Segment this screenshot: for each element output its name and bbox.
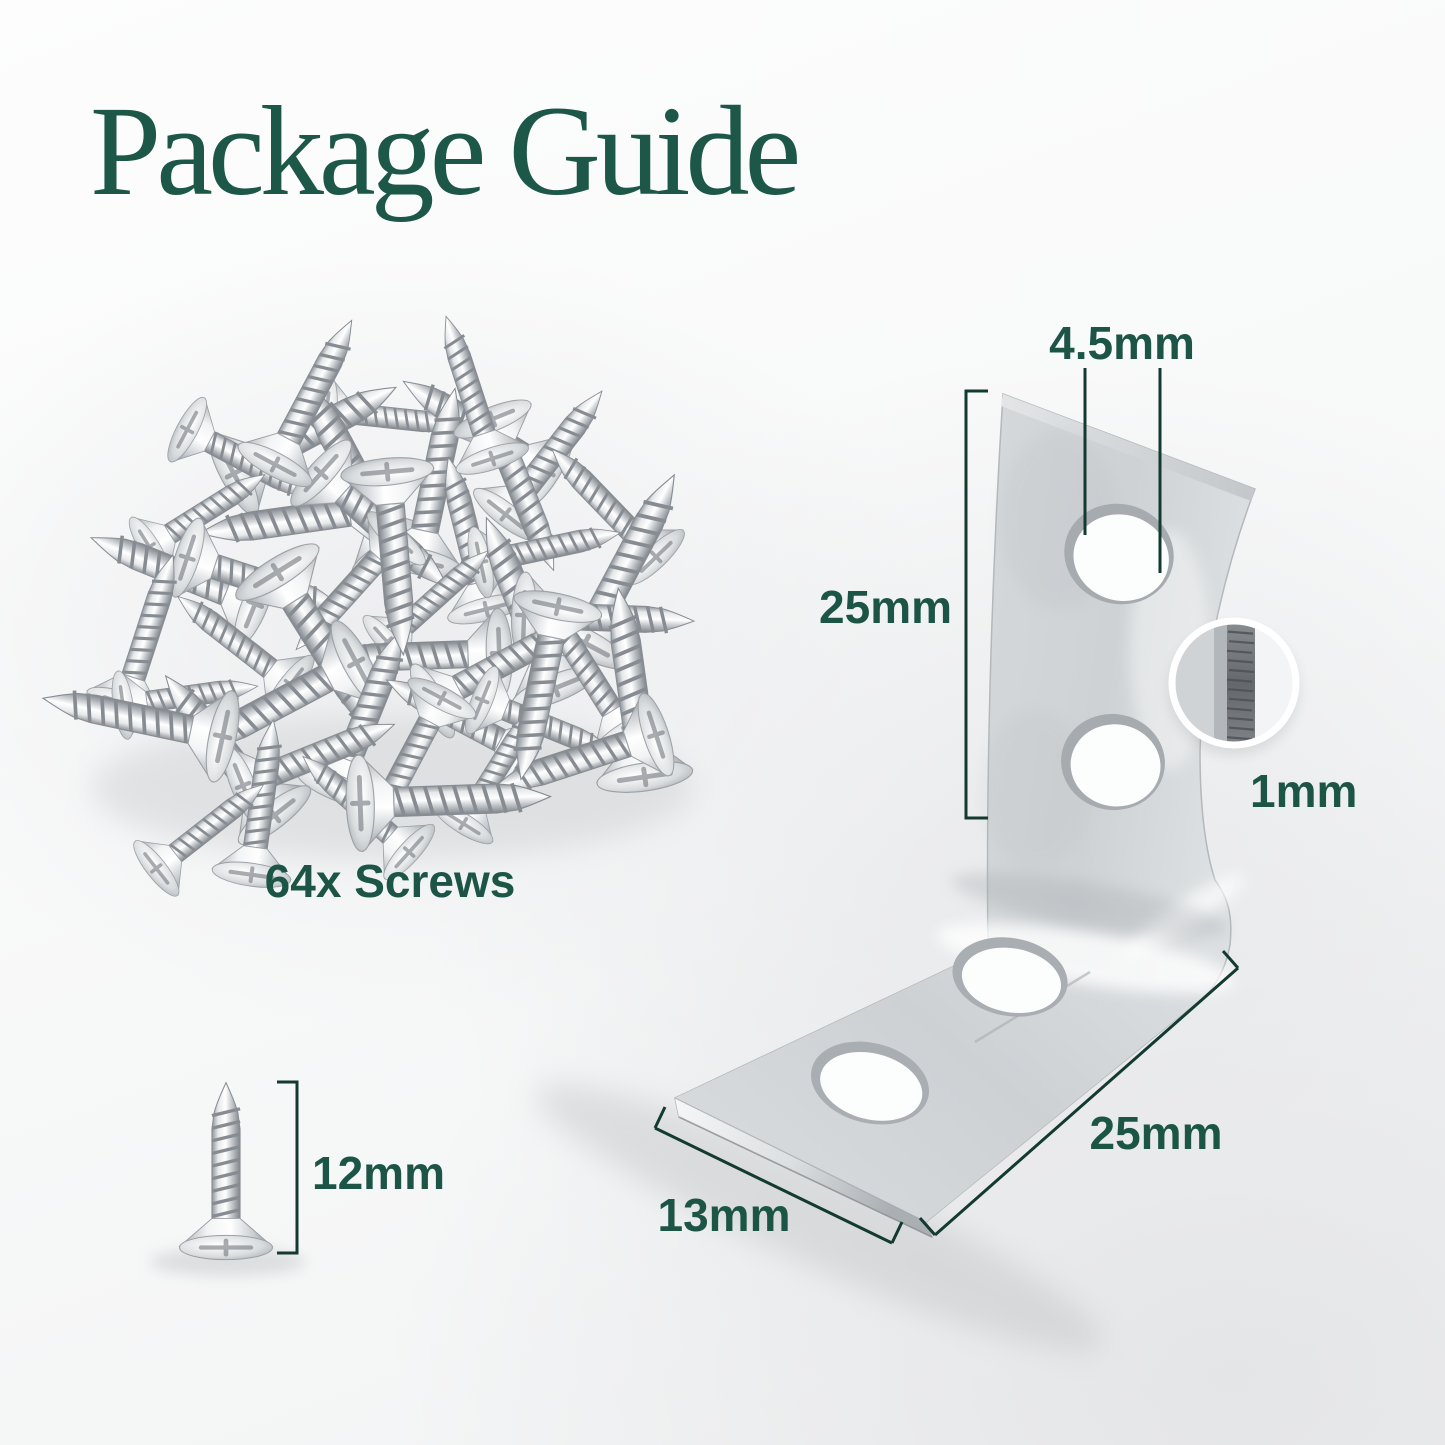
bracket-thickness-label: 1mm: [1250, 765, 1358, 817]
bracket-hole-third: [952, 937, 1068, 1017]
screw-length-label: 12mm: [312, 1147, 445, 1199]
dimension-lines: [277, 368, 1240, 1255]
dimension-length: [918, 950, 1240, 1237]
dimension-width: [653, 1106, 904, 1245]
page-title: Package Guide: [90, 80, 801, 222]
corner-bracket-illustration: [674, 392, 1256, 1239]
dimension-height: [964, 389, 988, 820]
bracket-length-label: 25mm: [1089, 1107, 1223, 1159]
single-screw-illustration: [180, 1083, 273, 1260]
bracket-hole-bottom: [810, 1041, 930, 1125]
bracket-hole-top: [1064, 503, 1174, 605]
dimension-hole-diameter: [1083, 368, 1162, 573]
screw-count-label: 64x Screws: [264, 855, 516, 907]
dimension-screw-length: [277, 1080, 299, 1255]
hole-diameter-label: 4.5mm: [1049, 317, 1195, 369]
bracket-width-label: 13mm: [657, 1189, 791, 1241]
bracket-height-label: 25mm: [819, 581, 952, 633]
bracket-hole-second: [1061, 713, 1165, 811]
